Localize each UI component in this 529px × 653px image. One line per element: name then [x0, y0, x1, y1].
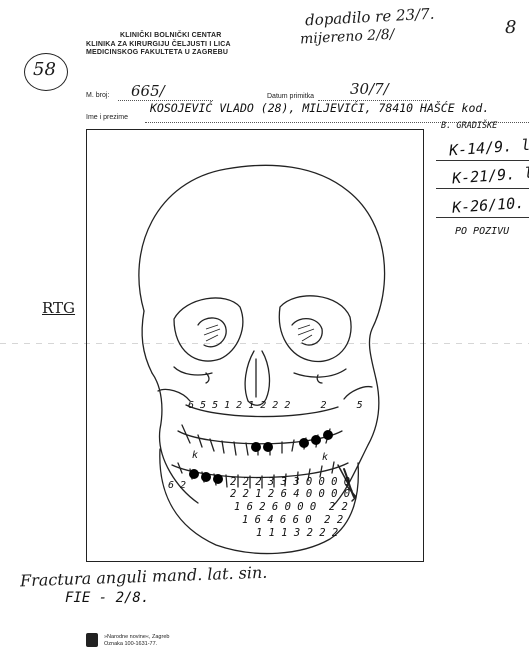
publisher-logo — [86, 633, 98, 647]
control-visit-1: K-14/9. lij — [448, 135, 529, 160]
control-visit-3: K-26/10. lij — [452, 191, 529, 217]
control-underline-2 — [436, 188, 529, 189]
institution-line3: MEDICINSKOG FAKULTETA U ZAGREBU — [86, 49, 276, 58]
po-pozivu-note: PO POZIVU — [455, 226, 509, 237]
ime-label: Ime i prezime — [86, 114, 128, 121]
ime-value-2: B. GRADIŠKE — [441, 121, 497, 131]
m-broj-label: M. broj: — [86, 92, 109, 99]
institution-line2: KLINIKA ZA KIRURGIJU ČELJUSTI I LICA — [86, 41, 276, 50]
left-teeth-number: 6 2 — [168, 480, 186, 491]
diagnosis-line-2: FIE - 2/8. — [65, 590, 149, 606]
ime-value: KOSOJEVIĆ VLADO (28), MILJEVIĆI, 78410 H… — [150, 101, 489, 115]
upper-k-mark: k — [192, 450, 198, 461]
lower-teeth-row-4: 1 6 4 6 6 0 2 2 — [242, 514, 343, 526]
lower-teeth-row-1: 2 2 2 3 3 3 0 0 0 0 — [230, 476, 350, 488]
right-k-mark: k — [322, 452, 328, 463]
lower-teeth-row-3: 1 6 2 6 0 0 0 2 2 — [234, 501, 348, 513]
institution-line1: KLINIČKI BOLNIČKI CENTAR — [86, 32, 276, 41]
m-broj-value: 665/ — [131, 82, 165, 100]
publisher-line-1: »Narodne novine«, Zagreb — [104, 634, 169, 640]
publisher-line-2: Oznaka 100-1631-77. — [104, 641, 157, 647]
control-underline-1 — [436, 160, 529, 161]
lower-teeth-row-2: 2 2 1 2 6 4 0 0 0 0 — [230, 488, 350, 500]
page-number: 8 — [505, 17, 516, 38]
institution-header: KLINIČKI BOLNIČKI CENTAR KLINIKA ZA KIRU… — [86, 32, 276, 58]
rtg-label: RTG — [42, 299, 75, 317]
lower-teeth-row-5: 1 1 1 3 2 2 2 — [256, 527, 338, 539]
upper-teeth-marks: 6 5 5 1 2 1 2 2 2 2 5 — [188, 400, 363, 411]
control-visit-2: K-21/9. lij — [451, 163, 529, 188]
datum-label: Datum primitka — [267, 93, 314, 100]
arrival-note: dopadilo re 23/7. — [305, 5, 435, 30]
control-underline-3 — [436, 217, 529, 218]
diagnosis-line-1: Fractura anguli mand. lat. sin. — [20, 563, 268, 591]
measured-note: mijereno 2/8/ — [300, 27, 395, 48]
record-number: 58 — [33, 59, 56, 80]
datum-value: 30/7/ — [350, 80, 389, 98]
